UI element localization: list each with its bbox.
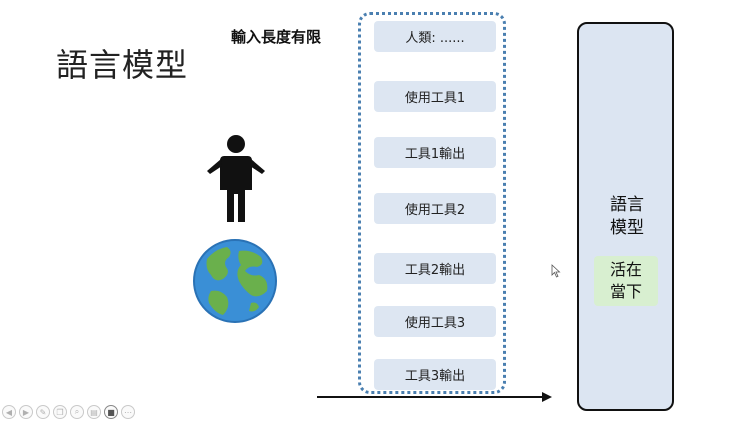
input-arrow bbox=[317, 392, 552, 402]
badge-line-1: 活在 bbox=[609, 260, 642, 279]
earth-icon bbox=[193, 239, 277, 323]
more-icon[interactable]: ⋯ bbox=[121, 405, 135, 419]
badge-line-2: 當下 bbox=[609, 282, 642, 301]
token-use-tool-1: 使用工具1 bbox=[374, 81, 496, 112]
live-in-present-badge: 活在 當下 bbox=[594, 256, 658, 306]
slides-icon[interactable]: ▤ bbox=[87, 405, 101, 419]
model-name-line-1: 語言 bbox=[610, 195, 644, 215]
context-window-box bbox=[358, 12, 506, 394]
slide-title: 語言模型 bbox=[56, 46, 189, 84]
token-use-tool-2: 使用工具2 bbox=[374, 193, 496, 224]
language-model-box bbox=[577, 22, 674, 411]
prev-icon[interactable]: ◀ bbox=[2, 405, 16, 419]
presentation-controls: ◀ ▶ ✎ ❐ ⌕ ▤ ■ ⋯ bbox=[2, 405, 135, 423]
mouse-cursor-icon bbox=[551, 264, 561, 278]
token-tool-3-output: 工具3輸出 bbox=[374, 359, 496, 390]
token-human: 人類: ...... bbox=[374, 21, 496, 52]
camera-icon[interactable]: ■ bbox=[104, 405, 118, 419]
person-icon bbox=[207, 135, 265, 222]
copy-icon[interactable]: ❐ bbox=[53, 405, 67, 419]
pen-icon[interactable]: ✎ bbox=[36, 405, 50, 419]
zoom-icon[interactable]: ⌕ bbox=[70, 405, 84, 419]
token-use-tool-3: 使用工具3 bbox=[374, 306, 496, 337]
context-limit-label: 輸入長度有限 bbox=[231, 28, 322, 46]
next-icon[interactable]: ▶ bbox=[19, 405, 33, 419]
token-tool-2-output: 工具2輸出 bbox=[374, 253, 496, 284]
model-name-line-2: 模型 bbox=[610, 218, 644, 238]
model-name: 語言 模型 bbox=[597, 194, 657, 240]
token-tool-1-output: 工具1輸出 bbox=[374, 137, 496, 168]
